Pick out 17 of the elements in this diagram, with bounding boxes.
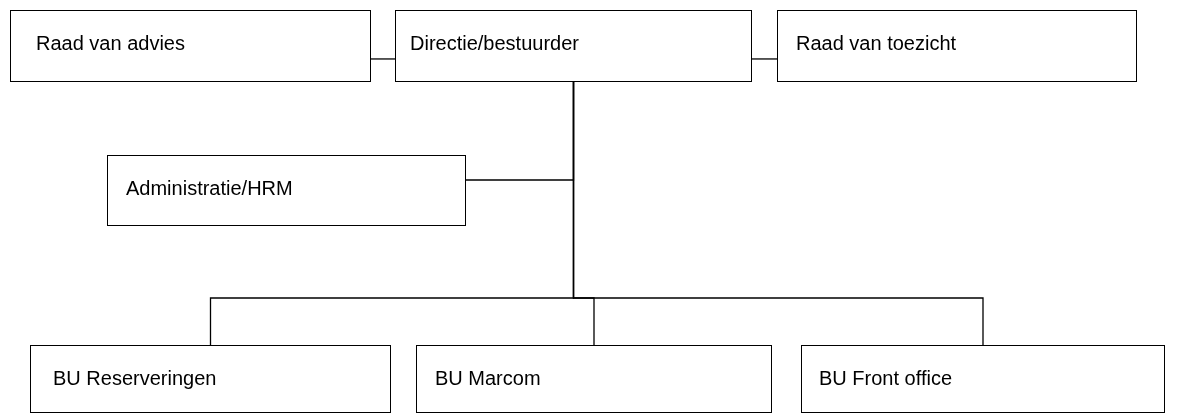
org-unit-box [30, 345, 391, 413]
connector-line [370, 58, 396, 60]
org-unit-box [777, 10, 1137, 82]
org-unit-box [107, 155, 466, 226]
unit-name: Administratie/HRM [126, 176, 294, 200]
unit-name: BU Marcom [435, 366, 542, 390]
org-unit-box [801, 345, 1165, 413]
connector-line [751, 58, 778, 60]
unit-name: Raad van advies [36, 31, 186, 55]
org-unit-box [395, 10, 752, 82]
org-unit-box [10, 10, 371, 82]
connector-line [572, 81, 984, 346]
unit-name: BU Front office [819, 366, 954, 390]
unit-name: Directie/bestuurder [410, 31, 580, 55]
unit-name: BU Reserveringen [53, 366, 218, 390]
unit-name: Raad van toezicht [796, 31, 958, 55]
org-unit-box [416, 345, 772, 413]
